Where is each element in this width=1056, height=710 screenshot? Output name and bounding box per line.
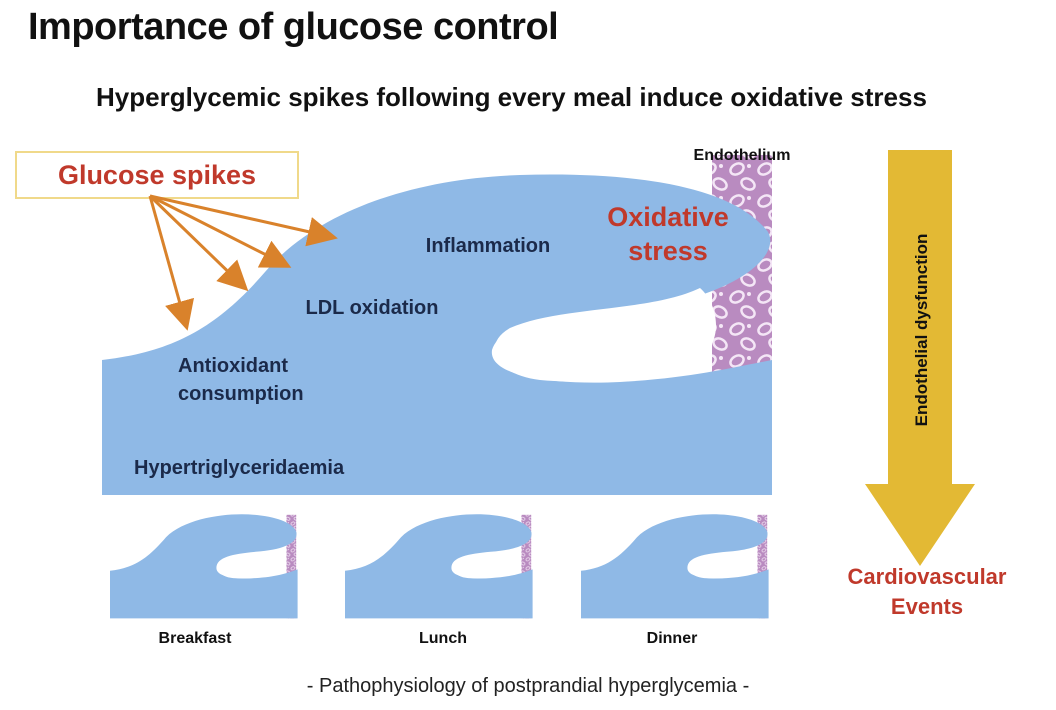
meal-endothelium-strip: [521, 514, 532, 619]
meal-wave-curl-hole: [690, 549, 756, 579]
ldl-oxidation-label: LDL oxidation: [306, 297, 439, 319]
meal-endothelium-strip: [757, 514, 768, 619]
antioxidant-label-line1: Antioxidant: [178, 355, 288, 377]
page-title: Importance of glucose control: [28, 6, 559, 48]
spike-arrow: [148, 194, 249, 292]
antioxidant-label-line2: consumption: [178, 383, 304, 405]
meal-label-dinner: Dinner: [647, 630, 698, 647]
spike-arrow: [149, 194, 338, 247]
page-subtitle: Hyperglycemic spikes following every mea…: [96, 82, 927, 112]
meal-wave-shape: [110, 514, 298, 619]
spike-arrow: [149, 194, 292, 268]
cardiovascular-events-line1: Cardiovascular: [848, 564, 1007, 589]
meal-wave-lunch: [345, 514, 533, 619]
main-wave: [102, 174, 772, 496]
glucose-spikes-label: Glucose spikes: [58, 160, 256, 190]
endothelium-label: Endothelium: [694, 147, 791, 164]
meal-wave-curl-hole: [219, 549, 285, 579]
figure-caption: - Pathophysiology of postprandial hyperg…: [306, 675, 750, 697]
meal-wave-shape: [345, 514, 533, 619]
oxidative-stress-label-line2: stress: [628, 236, 708, 266]
wave-curl-hole: [494, 288, 717, 382]
meal-wave-dinner: [581, 514, 769, 619]
oxidative-stress-label-line1: Oxidative: [607, 202, 729, 232]
spike-arrow: [148, 195, 194, 331]
endothelial-dysfunction-arrow: [865, 150, 975, 566]
meal-label-lunch: Lunch: [419, 630, 467, 647]
meal-wave-curl-hole: [454, 549, 520, 579]
inflammation-label: Inflammation: [426, 235, 550, 257]
endothelial-dysfunction-label: Endothelial dysfunction: [912, 234, 931, 427]
meal-label-breakfast: Breakfast: [159, 630, 233, 647]
meal-endothelium-strip: [286, 514, 297, 619]
cardiovascular-events-line2: Events: [891, 594, 963, 619]
glucose-spikes-box: [15, 151, 299, 199]
meal-wave-shape: [581, 514, 769, 619]
hypertriglyceridaemia-label: Hypertriglyceridaemia: [134, 457, 345, 479]
meal-wave-breakfast: [110, 514, 298, 619]
